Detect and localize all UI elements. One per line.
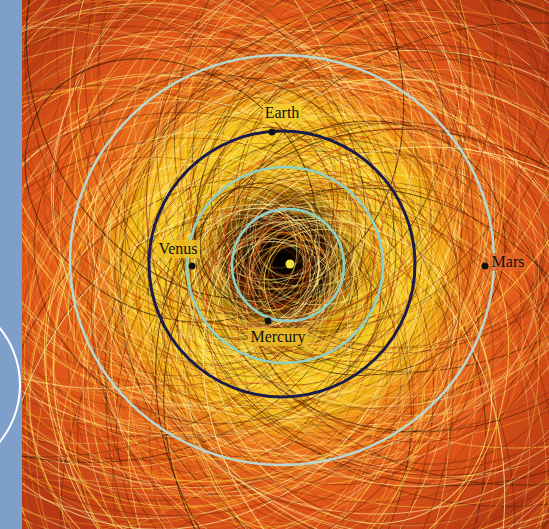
orbit-trace [22, 0, 549, 529]
venus-dot [189, 263, 196, 270]
planet-label: Mercury [248, 328, 307, 346]
orbit-trace [70, 0, 549, 529]
orbit-trace [47, 0, 549, 529]
orbit-trace [38, 11, 549, 529]
orbit-trace [30, 139, 549, 529]
mercury-dot [265, 318, 272, 325]
side-band [0, 0, 22, 529]
earth-dot [269, 129, 276, 136]
orbit-trace [22, 0, 549, 529]
earth-orbit [149, 131, 415, 397]
orbit-trace [158, 47, 549, 519]
orbit-trace [22, 0, 549, 529]
orbit-trace [127, 128, 506, 513]
mercury-orbit [232, 209, 344, 321]
orbit-trace [22, 46, 549, 529]
orbit-trace [22, 0, 520, 529]
orbit-trace [22, 0, 549, 529]
orbit-trace [130, 25, 491, 392]
orbit-trace [106, 0, 549, 529]
orbit-trace [22, 0, 549, 501]
orbit-trace [138, 122, 516, 501]
orbit-trace [154, 0, 549, 456]
mars-orbit [70, 55, 494, 465]
orbit-trace [99, 38, 549, 529]
venus-orbit [187, 167, 383, 363]
orbit-trace [194, 116, 413, 338]
orbit-trace [22, 0, 408, 528]
orbit-trace [144, 0, 485, 333]
orbit-trace [22, 0, 520, 529]
orbit-trace [85, 174, 365, 452]
orbit-trace [22, 44, 426, 455]
orbit-trace [22, 72, 549, 529]
orbit-texture [22, 0, 549, 529]
orbit-trace [22, 0, 353, 499]
orbit-trace [61, 125, 446, 517]
orbit-trace [22, 0, 469, 398]
orbit-trace [141, 38, 369, 299]
orbit-trace [22, 0, 549, 529]
orbit-trace [50, 0, 549, 529]
orbit-trace [101, 110, 549, 529]
orbit-trace [161, 0, 549, 475]
sun-dot [286, 260, 295, 269]
orbit-trace [22, 0, 549, 529]
orbit-trace [158, 208, 317, 357]
orbit-trace [22, 0, 462, 498]
planet-label: Venus [156, 240, 199, 258]
planet-label: Earth [263, 104, 302, 122]
mars-dot [482, 263, 489, 270]
orbit-trace [22, 0, 549, 436]
orbit-trace [22, 0, 549, 529]
orbit-trace [128, 169, 549, 529]
orbit-trace [53, 96, 445, 488]
side-arc [0, 295, 20, 475]
orbit-trace [155, 177, 327, 339]
orbit-trace [174, 156, 357, 338]
orbit-trace [22, 0, 408, 473]
orbit-trace [45, 0, 528, 431]
planet-label: Mars [490, 253, 527, 271]
